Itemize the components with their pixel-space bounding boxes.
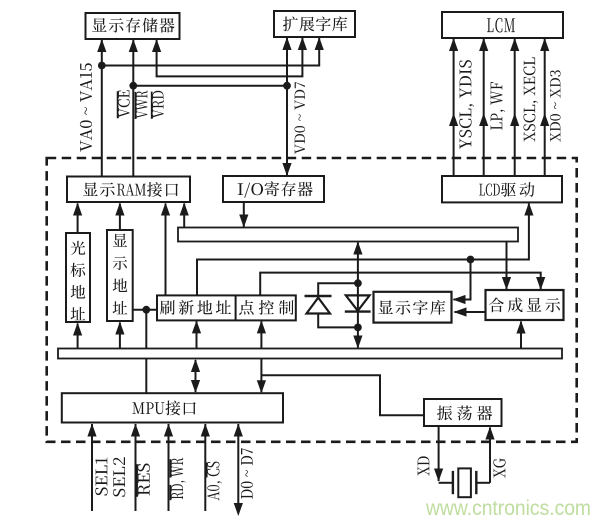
svg-text:www.cntronics.com: www.cntronics.com bbox=[425, 497, 591, 520]
